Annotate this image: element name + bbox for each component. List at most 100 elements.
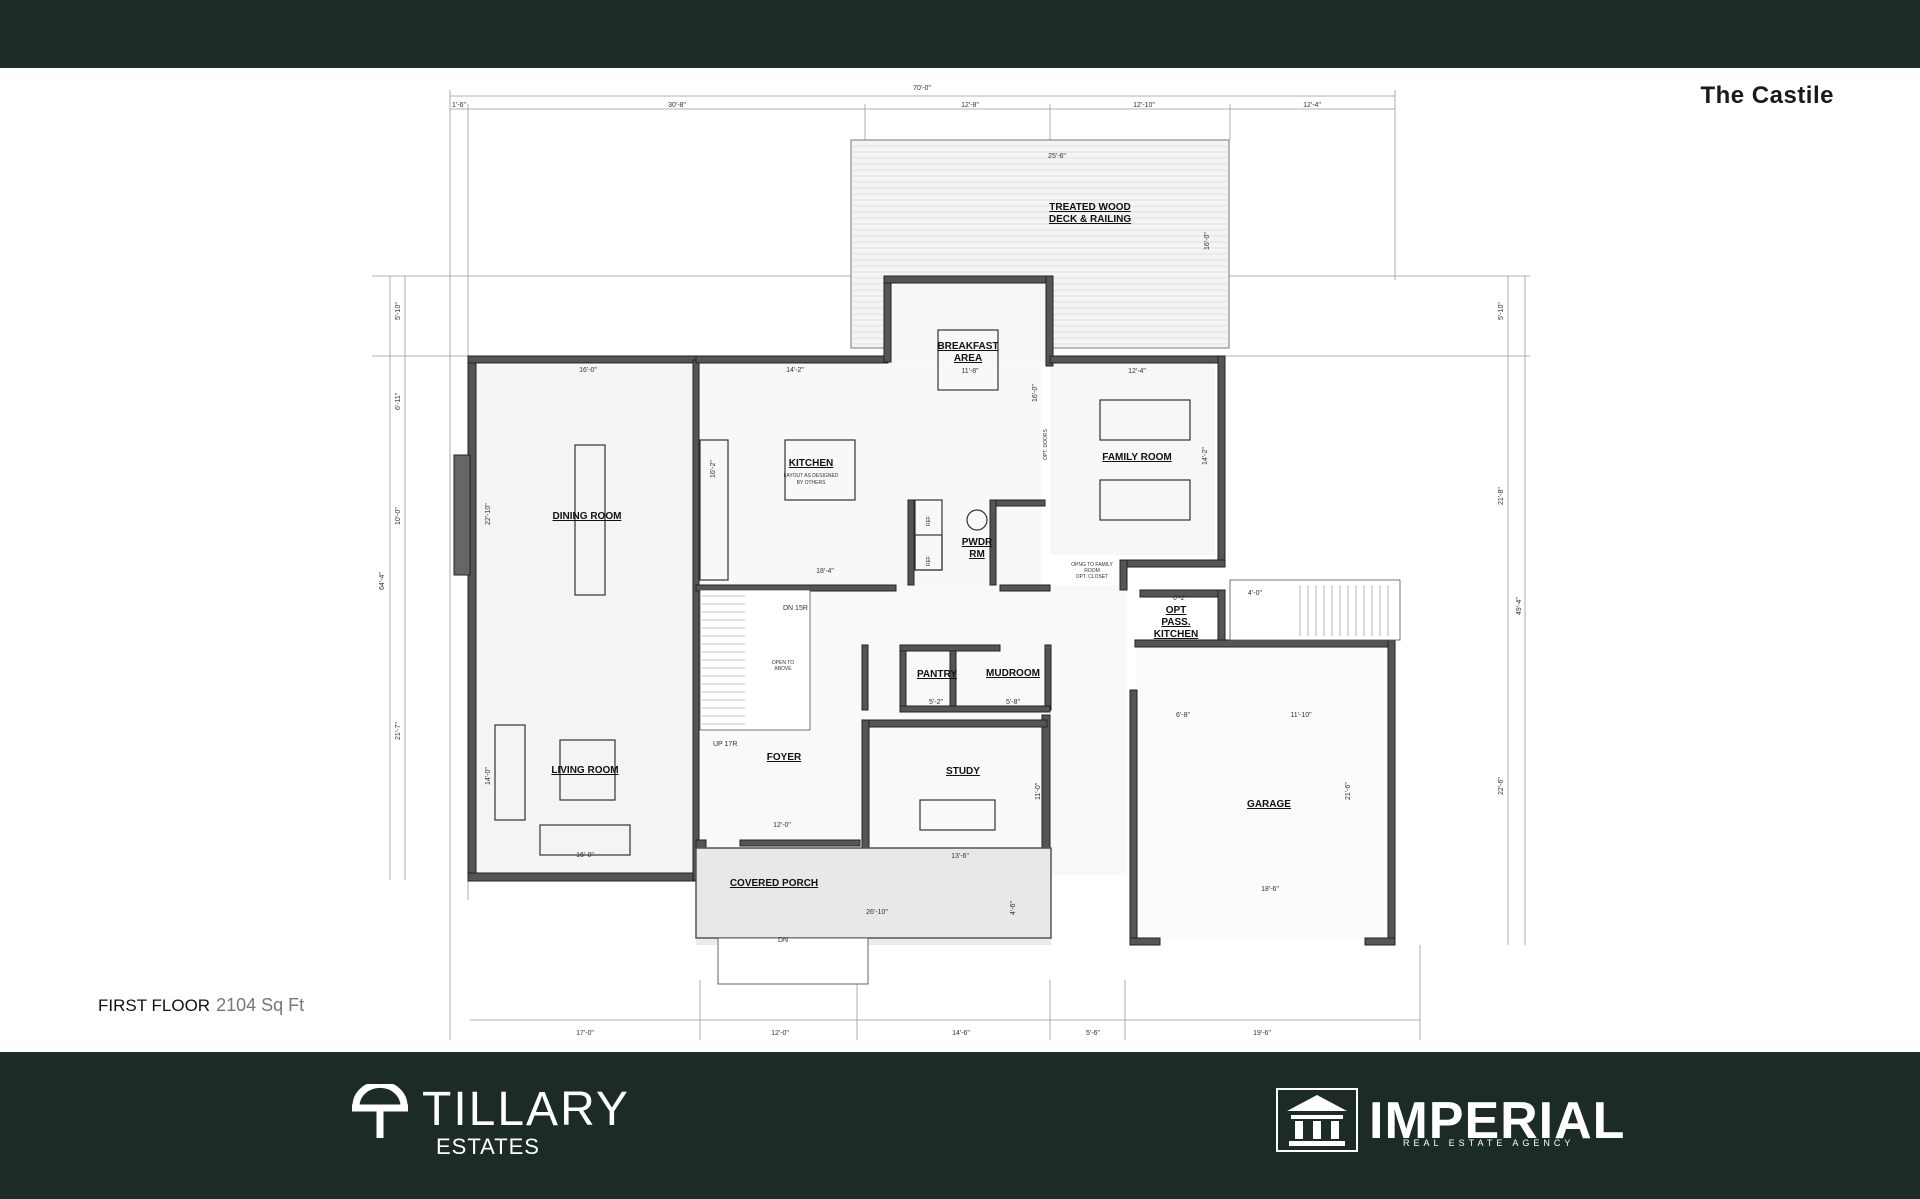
deck-label-1: TREATED WOOD [1049, 202, 1130, 213]
pwdr-sink [966, 509, 988, 531]
opt-pass-label-3: KITCHEN [1154, 629, 1198, 640]
dining-room-label: DINING ROOM [553, 511, 622, 522]
dim-living-w: 16'-0" [576, 852, 594, 859]
kitchen-island [784, 439, 856, 501]
dim-breakfast-w: 11'-8" [961, 368, 979, 375]
dim-garage-w1: 6'-8" [1176, 712, 1190, 719]
dim-top-2: 30'-8" [668, 102, 686, 109]
dim-foyer-w: 12'-0" [773, 822, 791, 829]
room-labels: TREATED WOOD DECK & RAILING BREAKFAST AR… [551, 202, 1291, 889]
open-above-1: OPEN TO [772, 660, 794, 666]
dim-right-1: 5'-10" [1498, 302, 1505, 320]
top-band [0, 0, 1920, 68]
breakfast-label-2: AREA [954, 353, 982, 364]
living-sofa-2 [539, 824, 631, 856]
living-sofa [494, 724, 526, 821]
dim-kitchen-w: 14'-2" [786, 367, 804, 374]
dim-top-4: 12'-10" [1133, 102, 1155, 109]
family-room-label: FAMILY ROOM [1102, 452, 1171, 463]
stairs [699, 579, 1401, 731]
family-sofa-2 [1099, 479, 1191, 521]
dim-dining-d: 22'-10" [485, 503, 492, 525]
breakfast-table [937, 329, 999, 391]
opt-doors-note: OPT. DOORS [1043, 428, 1049, 460]
dim-family-w: 12'-4" [1128, 368, 1146, 375]
tillary-name: TILLARY [422, 1083, 630, 1136]
floor-name: FIRST FLOOR [98, 996, 211, 1015]
study-label: STUDY [946, 766, 980, 777]
dim-family-d: 14'-2" [1202, 447, 1209, 465]
up17-note: UP 17R [713, 741, 737, 748]
dim-study-d: 11'-0" [1035, 782, 1042, 800]
dim-breakfast-d: 16'-0" [1032, 384, 1039, 402]
ref-note-2: REF [926, 556, 932, 566]
study-desk [919, 799, 996, 831]
dn-note: DN [778, 937, 788, 944]
dim-left-overall: 64'-4" [379, 572, 386, 590]
dim-left-3: 10'-0" [395, 507, 402, 525]
dim-garage-b: 18'-6" [1261, 886, 1279, 893]
imperial-sub: REAL ESTATE AGENCY [1403, 1138, 1575, 1148]
floor-area: 2104 Sq Ft [216, 995, 305, 1015]
dim-porch-w: 26'-10" [866, 909, 888, 916]
dn15-note: DN 15R [783, 605, 808, 612]
bottom-band [0, 1052, 1920, 1199]
opt-closet-1: OPNG TO FAMILY [1071, 562, 1113, 568]
dim-right-3: 22'-6" [1498, 777, 1505, 795]
floor-plan: TREATED WOOD DECK & RAILING BREAKFAST AR… [372, 85, 1530, 1040]
living-room-label: LIVING ROOM [551, 765, 618, 776]
porch-steps [717, 937, 869, 985]
dim-top-5: 12'-4" [1303, 102, 1321, 109]
garage-label: GARAGE [1247, 799, 1291, 810]
kitchen-counter [699, 439, 729, 581]
dim-overall-top: 70'-0" [913, 85, 931, 92]
opt-closet-2: ROOM [1084, 568, 1100, 574]
opt-pass-label-2: PASS. [1161, 617, 1190, 628]
dim-study-w: 13'-6" [951, 853, 969, 860]
floor-label: FIRST FLOOR 2104 Sq Ft [98, 995, 304, 1016]
furniture [494, 329, 1191, 856]
dim-deck-width: 25'-6" [1048, 153, 1066, 160]
dim-right-overall: 49'-4" [1516, 597, 1523, 615]
dim-bottom-5: 19'-6" [1253, 1030, 1271, 1037]
dim-living-d: 14'-0" [485, 767, 492, 785]
opt-pass-label-1: OPT [1166, 605, 1187, 616]
plan-notes: REF REF DN 15R UP 17R DN OPEN TO ABOVE O… [713, 428, 1113, 944]
stair-treads [702, 585, 1389, 725]
ref-2 [914, 534, 943, 571]
dim-left-2: 6'-11" [395, 392, 402, 410]
imperial-name: IMPERIAL [1369, 1092, 1626, 1150]
breakfast-label-1: BREAKFAST [937, 341, 998, 352]
dim-stair-w: 4'-0" [1248, 590, 1262, 597]
family-sofa-1 [1099, 399, 1191, 441]
open-above-2: ABOVE [774, 666, 792, 672]
dim-top-3: 12'-8" [961, 102, 979, 109]
mudroom-label: MUDROOM [986, 668, 1040, 679]
dim-porch-d: 4'-6" [1010, 901, 1017, 915]
plan-title: The Castile [1700, 82, 1834, 109]
living-table [559, 739, 616, 801]
foyer-label: FOYER [767, 752, 802, 763]
dim-pantry-w: 5'-2" [929, 699, 943, 706]
dim-garage-w2: 11'-10" [1290, 712, 1312, 719]
dim-pass-w: 6'-2" [1173, 595, 1187, 602]
dim-top-1: 1'-6" [452, 102, 466, 109]
kitchen-note-1: LAYOUT AS DESIGNED [784, 473, 839, 479]
imperial-building-icon [1276, 1088, 1358, 1152]
dim-kitchen-d: 16'-2" [710, 460, 717, 478]
dim-deck-depth: 16'-0" [1204, 232, 1211, 250]
dim-bottom-3: 14'-6" [952, 1030, 970, 1037]
tillary-logo-icon [352, 1084, 408, 1138]
dim-bottom-1: 17'-0" [576, 1030, 594, 1037]
pwdr-label-1: PWDR [962, 537, 993, 548]
opt-closet-3: OPT. CLOSET [1076, 574, 1109, 580]
pwdr-label-2: RM [969, 549, 985, 560]
dim-left-1: 5'-10" [395, 302, 402, 320]
porch [695, 847, 1052, 939]
kitchen-note-2: BY OTHERS [797, 480, 826, 486]
dim-right-2: 21'-8" [1498, 487, 1505, 505]
porch-label: COVERED PORCH [730, 878, 818, 889]
dim-mudroom-w: 5'-8" [1006, 699, 1020, 706]
ref-note-1: REF [926, 516, 932, 526]
dim-left-4: 21'-7" [395, 722, 402, 740]
